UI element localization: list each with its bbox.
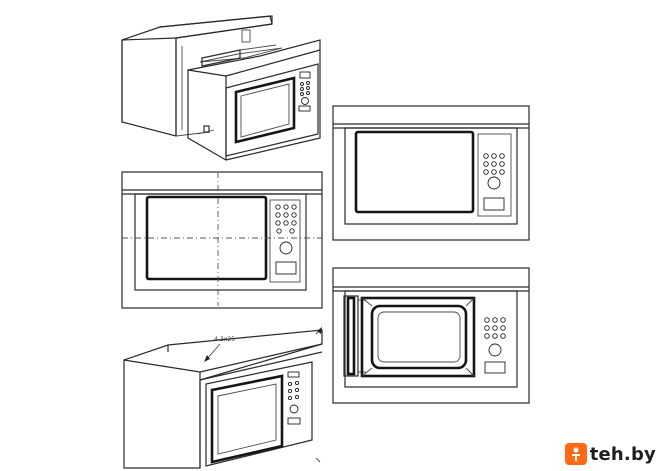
cabinet-outline xyxy=(121,15,273,137)
door-window xyxy=(354,130,475,214)
frame-outline xyxy=(344,127,518,225)
cavity-inner xyxy=(370,304,468,370)
door-window xyxy=(210,374,284,464)
control-panel xyxy=(483,153,505,211)
front-view-centerlines xyxy=(121,171,323,309)
frame-outline xyxy=(134,193,307,291)
door-window xyxy=(234,76,296,144)
cavity-outline xyxy=(360,296,476,378)
control-panel xyxy=(484,317,506,374)
cabinet-front xyxy=(121,171,323,309)
arrow-head xyxy=(204,355,210,362)
cabinet-outline xyxy=(123,329,323,469)
arrow-head xyxy=(317,327,322,334)
front-view-closed xyxy=(332,105,530,241)
installed-perspective-view: 4-3x25 xyxy=(123,327,323,469)
front-frame xyxy=(205,361,313,467)
front-frame xyxy=(225,63,319,157)
insert-step-illustration xyxy=(121,15,321,161)
watermark-logo: teh.by xyxy=(564,441,664,467)
control-panel xyxy=(275,204,297,275)
microwave-body xyxy=(187,39,321,161)
control-panel-small xyxy=(287,371,301,425)
screw-spec-label: 4-3x25 xyxy=(214,336,235,343)
top-box xyxy=(201,49,241,67)
frame-outline xyxy=(344,290,518,388)
bracket xyxy=(241,29,251,43)
watermark-text: teh.by xyxy=(589,443,656,465)
front-view-door-open xyxy=(332,267,530,404)
control-panel-small xyxy=(298,71,311,112)
open-door xyxy=(343,295,359,377)
teh-logo-icon xyxy=(564,443,587,465)
cabinet-front xyxy=(332,105,530,241)
cabinet-front xyxy=(332,267,530,404)
